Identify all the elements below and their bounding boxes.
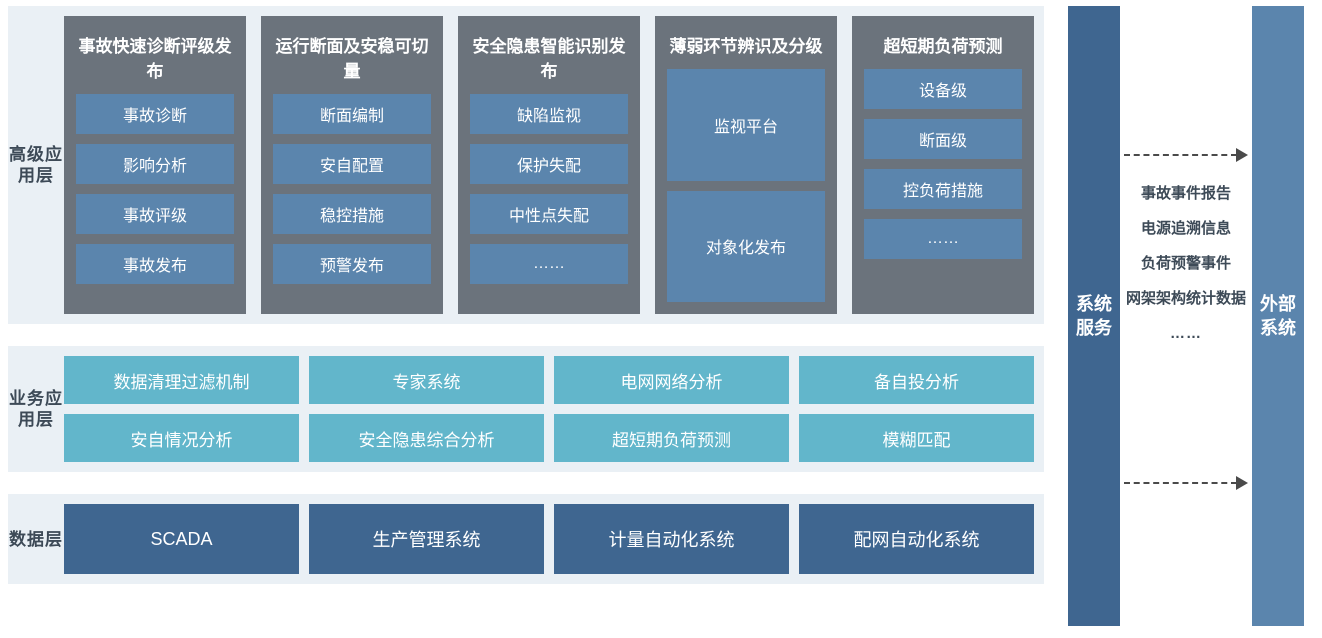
app-item[interactable]: …… [470, 244, 628, 284]
app-column-items: 设备级 断面级 控负荷措施 …… [864, 69, 1022, 302]
flow-labels: 事故事件报告 电源追溯信息 负荷预警事件 网架架构统计数据 …… [1120, 182, 1252, 345]
app-item[interactable]: 稳控措施 [273, 194, 431, 234]
business-item[interactable]: 电网网络分析 [554, 356, 789, 404]
app-item[interactable]: 安自配置 [273, 144, 431, 184]
flow-area: 事故事件报告 电源追溯信息 负荷预警事件 网架架构统计数据 …… [1120, 6, 1252, 626]
business-item[interactable]: 备自投分析 [799, 356, 1034, 404]
app-column-accident-diagnosis[interactable]: 事故快速诊断评级发布 事故诊断 影响分析 事故评级 事故发布 [64, 16, 246, 314]
business-application-layer-label-text: 业务应用层 [9, 389, 63, 429]
app-item[interactable]: 控负荷措施 [864, 169, 1022, 209]
business-item[interactable]: 专家系统 [309, 356, 544, 404]
data-item[interactable]: 计量自动化系统 [554, 504, 789, 574]
app-column-ultra-short-term-load[interactable]: 超短期负荷预测 设备级 断面级 控负荷措施 …… [852, 16, 1034, 314]
app-item[interactable]: 事故发布 [76, 244, 234, 284]
flow-arrow-head-icon [1236, 476, 1248, 490]
data-layer: 数据层 SCADA 生产管理系统 计量自动化系统 配网自动化系统 [8, 494, 1044, 584]
advanced-application-layer-label-text: 高级应用层 [9, 145, 63, 185]
app-column-title: 安全隐患智能识别发布 [472, 37, 626, 81]
app-column-operation-section[interactable]: 运行断面及安稳可切量 断面编制 安自配置 稳控措施 预警发布 [261, 16, 443, 314]
app-item[interactable]: 保护失配 [470, 144, 628, 184]
app-column-title: 薄弱环节辨识及分级 [669, 37, 823, 56]
business-item[interactable]: 安自情况分析 [64, 414, 299, 462]
flow-arrow-top [1124, 148, 1248, 162]
system-service-label: 系统服务 [1076, 294, 1112, 338]
advanced-application-layer-label: 高级应用层 [8, 16, 64, 314]
business-item[interactable]: 超短期负荷预测 [554, 414, 789, 462]
flow-label: 网架架构统计数据 [1125, 290, 1246, 307]
business-item[interactable]: 模糊匹配 [799, 414, 1034, 462]
app-column-title: 事故快速诊断评级发布 [78, 37, 232, 81]
app-item[interactable]: 事故评级 [76, 194, 234, 234]
flow-arrow-line [1124, 154, 1237, 156]
layer-stack: 高级应用层 事故快速诊断评级发布 事故诊断 影响分析 事故评级 事故发布 运行断… [8, 6, 1044, 584]
app-item[interactable]: 预警发布 [273, 244, 431, 284]
flow-label-ellipsis: …… [1170, 325, 1202, 342]
system-service-bar[interactable]: 系统服务 [1068, 6, 1120, 626]
app-item[interactable]: 事故诊断 [76, 94, 234, 134]
app-column-items: 监视平台 对象化发布 [667, 69, 825, 302]
app-item[interactable]: 监视平台 [667, 69, 825, 181]
advanced-application-columns: 事故快速诊断评级发布 事故诊断 影响分析 事故评级 事故发布 运行断面及安稳可切… [64, 16, 1034, 314]
flow-arrow-line [1124, 482, 1237, 484]
data-item[interactable]: 生产管理系统 [309, 504, 544, 574]
app-column-weak-link[interactable]: 薄弱环节辨识及分级 监视平台 对象化发布 [655, 16, 837, 314]
app-item[interactable]: 中性点失配 [470, 194, 628, 234]
app-item[interactable]: 缺陷监视 [470, 94, 628, 134]
flow-label: 电源追溯信息 [1140, 220, 1231, 237]
app-item[interactable]: 断面编制 [273, 94, 431, 134]
external-system-bar[interactable]: 外部系统 [1252, 6, 1304, 626]
flow-arrow-head-icon [1236, 148, 1248, 162]
app-item[interactable]: …… [864, 219, 1022, 259]
business-application-layer-label: 业务应用层 [8, 356, 64, 462]
business-row: 数据清理过滤机制 专家系统 电网网络分析 备自投分析 [64, 356, 1034, 404]
data-layer-label-text: 数据层 [9, 529, 63, 549]
app-item[interactable]: 设备级 [864, 69, 1022, 109]
app-column-title: 超短期负荷预测 [883, 37, 1003, 56]
app-column-safety-hazard[interactable]: 安全隐患智能识别发布 缺陷监视 保护失配 中性点失配 …… [458, 16, 640, 314]
app-column-items: 断面编制 安自配置 稳控措施 预警发布 [273, 94, 431, 302]
flow-arrow-bottom [1124, 476, 1248, 490]
data-item[interactable]: SCADA [64, 504, 299, 574]
business-application-rows: 数据清理过滤机制 专家系统 电网网络分析 备自投分析 安自情况分析 安全隐患综合… [64, 356, 1034, 462]
app-column-items: 缺陷监视 保护失配 中性点失配 …… [470, 94, 628, 302]
business-application-layer: 业务应用层 数据清理过滤机制 专家系统 电网网络分析 备自投分析 安自情况分析 … [8, 346, 1044, 472]
data-layer-label: 数据层 [8, 504, 64, 574]
app-column-items: 事故诊断 影响分析 事故评级 事故发布 [76, 94, 234, 302]
app-item[interactable]: 断面级 [864, 119, 1022, 159]
flow-label: 事故事件报告 [1140, 185, 1231, 202]
business-row: 安自情况分析 安全隐患综合分析 超短期负荷预测 模糊匹配 [64, 414, 1034, 462]
data-item[interactable]: 配网自动化系统 [799, 504, 1034, 574]
business-item[interactable]: 数据清理过滤机制 [64, 356, 299, 404]
external-system-label: 外部系统 [1260, 294, 1296, 338]
business-item[interactable]: 安全隐患综合分析 [309, 414, 544, 462]
flow-label: 负荷预警事件 [1140, 255, 1231, 272]
app-item[interactable]: 影响分析 [76, 144, 234, 184]
app-item[interactable]: 对象化发布 [667, 190, 825, 302]
app-column-title: 运行断面及安稳可切量 [275, 37, 429, 81]
advanced-application-layer: 高级应用层 事故快速诊断评级发布 事故诊断 影响分析 事故评级 事故发布 运行断… [8, 6, 1044, 324]
data-layer-items: SCADA 生产管理系统 计量自动化系统 配网自动化系统 [64, 504, 1034, 574]
